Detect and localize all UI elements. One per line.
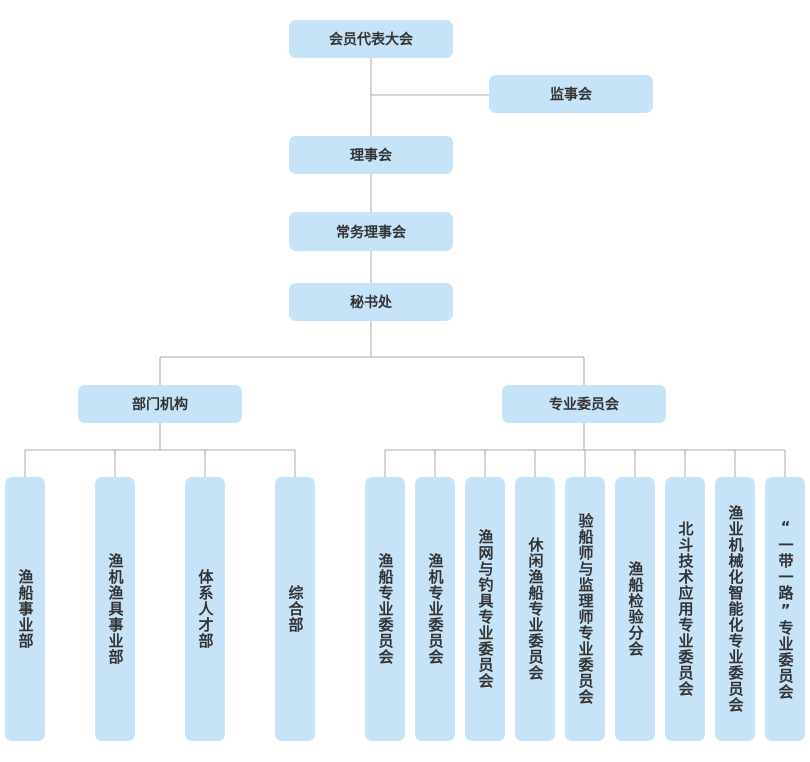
committee-box[interactable]: 渔网与钓具专业委员会 bbox=[465, 477, 505, 741]
department-box[interactable]: 体系人才部 bbox=[185, 477, 225, 741]
secretariat-box[interactable]: 秘书处 bbox=[289, 283, 453, 321]
committees-box[interactable]: 专业委员会 bbox=[502, 385, 666, 423]
committee-box[interactable]: 渔业机械化智能化专业委员会 bbox=[715, 477, 755, 741]
committees-label: 专业委员会 bbox=[549, 397, 619, 413]
department-label: 体系人才部 bbox=[196, 569, 215, 649]
standing-council-box[interactable]: 常务理事会 bbox=[289, 212, 453, 251]
committee-box[interactable]: 渔船检验分会 bbox=[615, 477, 655, 741]
committee-label: 渔机专业委员会 bbox=[426, 553, 445, 665]
committee-label: “一带一路”专业委员会 bbox=[776, 518, 795, 700]
assembly-box[interactable]: 会员代表大会 bbox=[289, 20, 453, 58]
departments-label: 部门机构 bbox=[132, 397, 188, 413]
committee-label: 渔网与钓具专业委员会 bbox=[476, 529, 495, 689]
department-label: 综合部 bbox=[286, 585, 305, 633]
committee-label: 验船师与监理师专业委员会 bbox=[576, 513, 595, 705]
standing-council-label: 常务理事会 bbox=[336, 224, 406, 241]
assembly-label: 会员代表大会 bbox=[329, 32, 413, 48]
council-label: 理事会 bbox=[350, 148, 392, 164]
committee-box[interactable]: 渔船专业委员会 bbox=[365, 477, 405, 741]
supervisory-label: 监事会 bbox=[550, 87, 592, 103]
committee-label: 北斗技术应用专业委员会 bbox=[676, 521, 695, 697]
department-box[interactable]: 渔机渔具事业部 bbox=[95, 477, 135, 741]
department-label: 渔船事业部 bbox=[16, 569, 35, 649]
secretariat-label: 秘书处 bbox=[350, 295, 392, 311]
supervisory-box[interactable]: 监事会 bbox=[489, 75, 653, 113]
departments-box[interactable]: 部门机构 bbox=[78, 385, 242, 423]
department-box[interactable]: 渔船事业部 bbox=[5, 477, 45, 741]
council-box[interactable]: 理事会 bbox=[289, 136, 453, 174]
department-box[interactable]: 综合部 bbox=[275, 477, 315, 741]
committee-box[interactable]: 验船师与监理师专业委员会 bbox=[565, 477, 605, 741]
committee-label: 渔船检验分会 bbox=[626, 561, 645, 657]
committee-label: 休闲渔船专业委员会 bbox=[526, 537, 545, 681]
committee-label: 渔业机械化智能化专业委员会 bbox=[726, 505, 745, 713]
committee-box[interactable]: 渔机专业委员会 bbox=[415, 477, 455, 741]
committee-box[interactable]: 休闲渔船专业委员会 bbox=[515, 477, 555, 741]
committee-box[interactable]: 北斗技术应用专业委员会 bbox=[665, 477, 705, 741]
committee-box[interactable]: “一带一路”专业委员会 bbox=[765, 477, 805, 741]
department-label: 渔机渔具事业部 bbox=[106, 553, 125, 665]
committee-label: 渔船专业委员会 bbox=[376, 553, 395, 665]
